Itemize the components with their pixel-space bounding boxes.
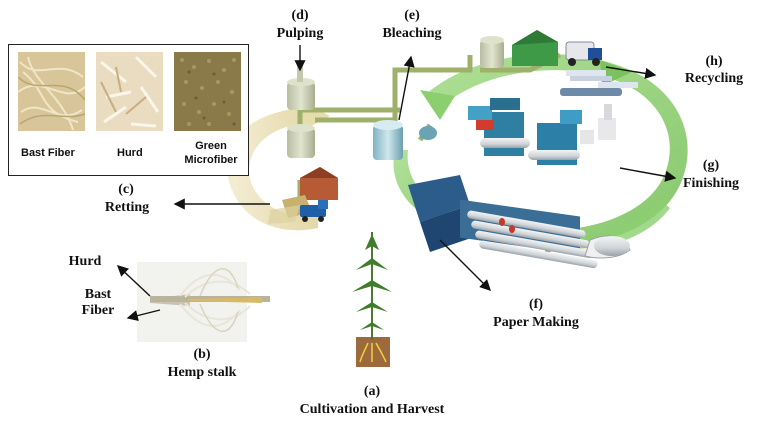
green-microfiber-swatch <box>174 52 241 131</box>
pointer-arrows <box>116 45 677 322</box>
stage-d-name: Pulping <box>276 26 324 41</box>
arrow-hurd <box>116 265 151 297</box>
hurd-swatch <box>96 52 163 131</box>
stage-g-letter: (g) <box>702 158 720 173</box>
stage-b-name: Hemp stalk <box>167 365 237 380</box>
stage-c-name: Retting <box>104 200 150 215</box>
stage-b-letter: (b) <box>193 347 211 362</box>
hemp-plant <box>352 232 392 367</box>
bast-fiber-swatch <box>18 52 85 131</box>
storage-and-shed <box>480 30 558 68</box>
arrow-bleaching <box>398 55 415 121</box>
stage-h-name: Recycling <box>684 71 744 86</box>
green-microfiber-label-line1: Green <box>195 140 227 152</box>
arrow-finishing <box>619 167 677 182</box>
arrow-bast-fiber <box>126 309 161 322</box>
finishing-machines <box>468 98 616 165</box>
stage-a-name: Cultivation and Harvest <box>299 402 445 417</box>
stage-f-name: Paper Making <box>493 315 579 330</box>
fiber-samples-panel: Bast Fiber Hurd Green Microfiber <box>8 44 249 176</box>
stalk-bast-label-line2: Fiber <box>81 303 115 318</box>
paper-making-machine <box>408 175 631 269</box>
retting-station <box>268 167 338 224</box>
stalk-hurd-label: Hurd <box>68 254 102 269</box>
stage-g-name: Finishing <box>682 176 740 191</box>
green-microfiber-label-line2: Microfiber <box>184 154 238 166</box>
bast-fiber-sample-label: Bast Fiber <box>21 147 75 159</box>
stage-c-letter: (c) <box>118 182 134 197</box>
hurd-sample-label: Hurd <box>117 147 143 159</box>
stage-e-name: Bleaching <box>382 26 442 41</box>
bleaching-tank <box>373 120 437 160</box>
stage-d-letter: (d) <box>291 8 309 23</box>
recycling-station <box>560 41 638 96</box>
arrow-paper-making <box>439 239 491 291</box>
pulping-tanks <box>287 60 315 158</box>
stage-e-letter: (e) <box>404 8 420 23</box>
stage-h-letter: (h) <box>705 54 723 69</box>
stalk-bast-label-line1: Bast <box>84 287 112 302</box>
stage-a-letter: (a) <box>363 384 381 399</box>
arrow-recycling <box>605 66 657 79</box>
hemp-stalk-photo <box>137 262 270 342</box>
stage-f-letter: (f) <box>529 297 543 312</box>
